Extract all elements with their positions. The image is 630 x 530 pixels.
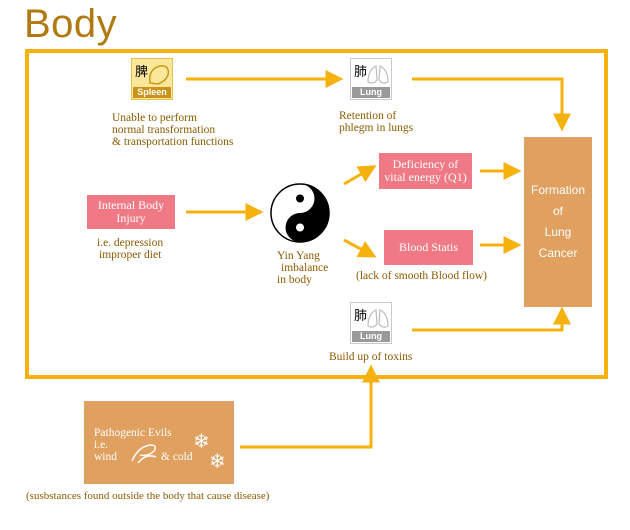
lung-tag: Lung [352,87,390,98]
internal-injury-caption: i.e. depression improper diet [97,237,163,261]
lung-cancer-line: of [552,204,563,218]
internal-injury-caption-line: i.e. depression [97,237,164,249]
internal-injury-line: Injury [116,211,146,225]
pathogenic-evils-wind: wind [94,451,117,463]
spleen-organ-shape [148,65,170,85]
spleen-caption: Unable to perform normal transformation … [112,112,233,148]
lung-tag: Lung [352,331,390,342]
arrow-lung-to-cancer [412,77,571,132]
spleen-caption-line: normal transformation [112,124,216,136]
lung-bottom-caption: Build up of toxins [329,351,413,363]
spleen-tag: Spleen [133,87,171,98]
lung-top-caption-line: Retention of [339,110,397,122]
pathogenic-evils-title: Pathogenic Evils [94,427,172,439]
snowflake-icon: ❄ [209,449,226,473]
yin-yang-icon [270,183,330,243]
body-frame [25,49,608,379]
lung-cancer-box: Formation of Lung Cancer [524,137,592,307]
deficiency-line: Deficiency of [392,157,459,171]
wind-icon [131,444,157,464]
lung-bottom-icon: 肺 Lung [350,302,392,344]
internal-injury-caption-line: improper diet [99,249,162,261]
lung-cancer-line: Lung [544,225,572,239]
internal-injury-line: Internal Body [97,198,165,212]
arrow-yinyang-to-deficiency [343,165,377,186]
pathogenic-evils-cold: & cold [161,451,193,463]
lung-cancer-line: Cancer [538,246,578,260]
blood-statis-caption: (lack of smooth Blood flow) [356,270,487,282]
lung-glyph: 肺 [354,65,368,80]
lung-icon: 肺 Lung [350,58,392,100]
yin-yang-caption-line: in body [277,274,312,286]
lung-cancer-line: Formation [530,183,586,197]
spleen-caption-line: Unable to perform [112,112,197,124]
internal-injury-box: Internal Body Injury [87,195,175,229]
lung-glyph: 肺 [354,309,368,324]
blood-statis-box: Blood Statis [384,230,473,265]
pathogenic-evils-ie: i.e. [94,439,109,451]
pathogenic-evils-box: Pathogenic Evils i.e. wind & cold ❄ ❄ [84,401,234,484]
deficiency-box: Deficiency of vital energy (Q1) [379,153,472,189]
lung-cancer-text: Formation of Lung Cancer [531,180,585,264]
lung-top-caption: Retention of phlegm in lungs [339,110,413,134]
yin-yang-caption-line: Yin Yang [277,250,320,262]
page-title: Body [24,2,118,46]
pathogenic-footnote: (susbstances found outside the body that… [26,490,270,502]
lung-organ-shape [367,309,389,328]
arrow-yinyang-to-blood [343,238,377,258]
yin-yang-caption: Yin Yang imbalance in body [277,250,328,286]
spleen-glyph: 脾 [135,65,149,80]
yin-yang-caption-line: imbalance [281,262,329,274]
deficiency-line: vital energy (Q1) [384,170,467,184]
spleen-caption-line: & transportation functions [112,136,234,148]
lung-organ-shape [367,65,389,84]
lung-top-caption-line: phlegm in lungs [339,122,414,134]
spleen-icon: 脾 Spleen [131,58,173,100]
arrow-pathogenic-to-body [240,364,380,449]
arrow-lung-bottom-to-cancer [412,306,571,332]
snowflake-icon: ❄ [193,429,210,453]
